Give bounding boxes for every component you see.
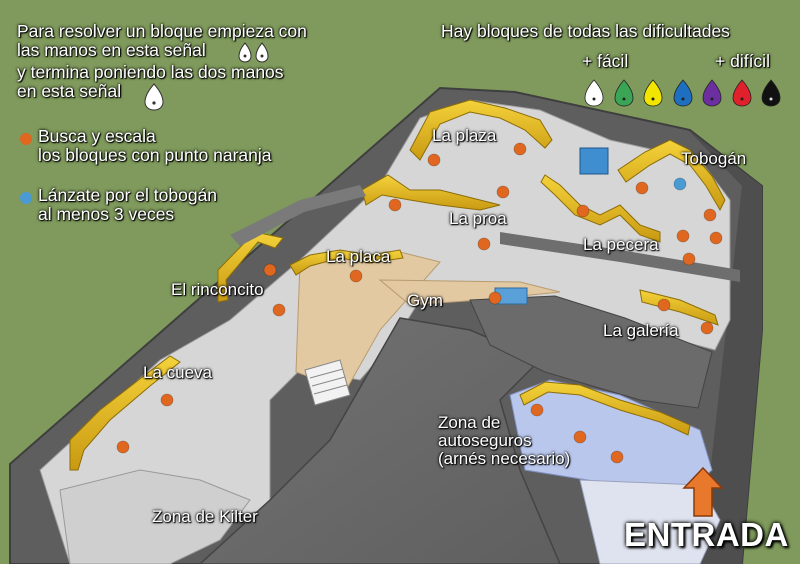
label-gym: Gym xyxy=(407,291,443,310)
autoseguros-wall xyxy=(519,381,691,436)
cueva-wall xyxy=(69,355,181,471)
marker-tobogan-right xyxy=(703,208,717,222)
marker-autoseguros-3 xyxy=(610,450,624,464)
hold-red-icon xyxy=(731,78,753,108)
instruction-end-line2: en esta señal xyxy=(17,81,122,101)
label-proa: La proa xyxy=(449,209,507,228)
stairs xyxy=(304,359,351,406)
marker-proa-bottom xyxy=(477,237,491,251)
marker-autoseguros-1 xyxy=(530,403,544,417)
label-kilter: Zona de Kilter xyxy=(152,507,258,526)
label-rinconcito: El rinconcito xyxy=(171,280,264,299)
label-pecera: La pecera xyxy=(583,235,659,254)
instruction-blue-line2: al menos 3 veces xyxy=(38,204,175,224)
label-plaza: La plaza xyxy=(432,126,497,145)
hold-white-icon xyxy=(583,78,605,108)
instruction-orange-line2: los bloques con punto naranja xyxy=(38,145,272,165)
plaza-wall xyxy=(409,99,553,161)
label-autoseguros-line1: Zona de xyxy=(438,413,501,432)
marker-plaza-right xyxy=(513,142,527,156)
marker-placa xyxy=(349,269,363,283)
instruction-start-line1: Para resolver un bloque empieza con xyxy=(17,21,307,41)
marker-pecera-upper xyxy=(709,231,723,245)
autoseguros-floor-lower xyxy=(579,479,721,564)
marker-galeria-bottom xyxy=(700,321,714,335)
marker-galeria-top xyxy=(657,298,671,312)
hold-green-icon xyxy=(613,78,635,108)
gym-room-roof xyxy=(469,295,713,409)
label-placa: La placa xyxy=(326,247,391,266)
hold-purple-icon xyxy=(701,78,723,108)
label-cueva: La cueva xyxy=(143,363,212,382)
proa-wall xyxy=(361,174,501,211)
label-autoseguros-line2: autoseguros xyxy=(438,431,532,450)
marker-tobogan-blue xyxy=(673,177,687,191)
instruction-start-line2: las manos en esta señal xyxy=(17,40,206,60)
difficulty-title: Hay bloques de todas las dificultades xyxy=(441,21,730,41)
rinconcito-wall xyxy=(217,231,284,303)
marker-pecera-left xyxy=(576,204,590,218)
instruction-end-line1: y termina poniendo las dos manos xyxy=(17,62,284,82)
orange-bullet-icon xyxy=(20,133,32,145)
marker-rinconcito-bottom xyxy=(272,303,286,317)
entrance-label: ENTRADA xyxy=(624,516,789,553)
marker-cueva-top xyxy=(160,393,174,407)
marker-plaza-left xyxy=(427,153,441,167)
difficulty-hard-label: + difícil xyxy=(715,51,770,71)
blue-bullet-icon xyxy=(20,192,32,204)
galeria-wall xyxy=(639,289,719,326)
instruction-orange-line1: Busca y escala xyxy=(38,126,156,146)
end-hold-icon xyxy=(144,83,164,111)
entrance-arrow xyxy=(682,466,724,517)
marker-cueva-bottom xyxy=(116,440,130,454)
label-galeria: La galería xyxy=(603,321,679,340)
marker-pecera-mid xyxy=(676,229,690,243)
marker-pecera-right xyxy=(682,252,696,266)
label-tobogan: Tobogán xyxy=(681,149,747,168)
label-autoseguros-line3: (arnés necesario) xyxy=(438,449,571,468)
marker-autoseguros-2 xyxy=(573,430,587,444)
right-roof-strip xyxy=(688,130,762,564)
marker-gym-top xyxy=(488,291,502,305)
kilter-floor xyxy=(59,469,251,564)
marker-tobogan-left xyxy=(635,181,649,195)
tobogan-slide xyxy=(579,147,609,175)
marker-proa-left xyxy=(388,198,402,212)
divider-wall-center xyxy=(230,185,366,246)
map-markers xyxy=(116,142,723,464)
tobogan-wall xyxy=(617,139,726,212)
placa-wall xyxy=(289,249,404,276)
marker-proa-top xyxy=(496,185,510,199)
instruction-blue-line1: Lánzate por el tobogán xyxy=(38,185,218,205)
hold-blue-icon xyxy=(672,78,694,108)
hold-black-icon xyxy=(760,78,782,108)
start-hold-icon xyxy=(238,42,269,63)
marker-rinconcito-top xyxy=(263,263,277,277)
hold-yellow-icon xyxy=(642,78,664,108)
divider-wall-top xyxy=(500,232,740,282)
difficulty-easy-label: + fácil xyxy=(582,51,629,71)
